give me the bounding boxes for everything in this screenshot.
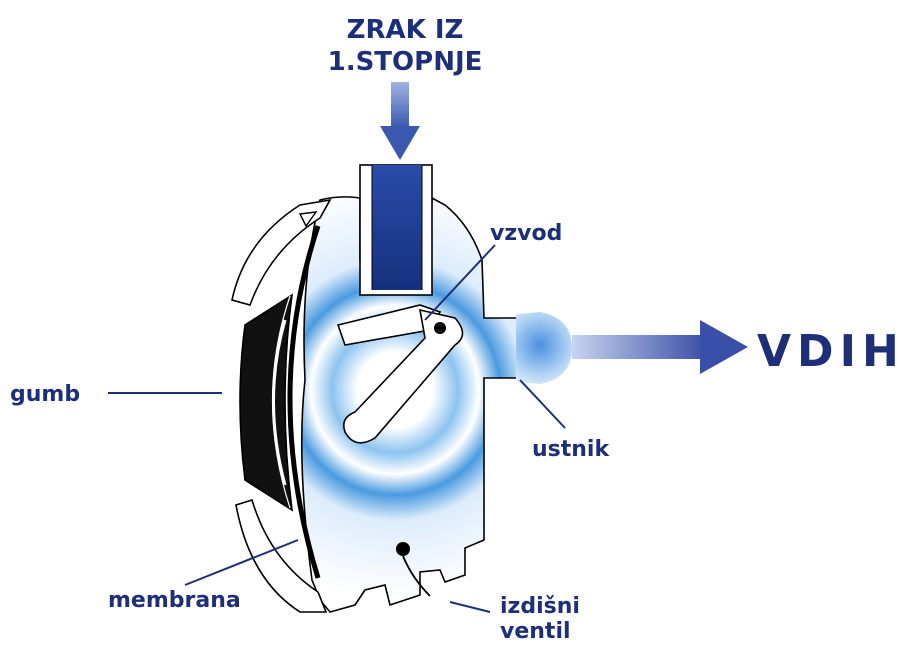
- output-label: VDIH: [757, 326, 897, 377]
- exhaust-leader-line: [450, 602, 490, 612]
- air-inflow-arrow: [380, 82, 420, 160]
- mouthpiece-leader-line: [520, 380, 565, 428]
- exhaust-label-line1: izdišni: [500, 594, 580, 619]
- mouthpiece: [516, 312, 572, 384]
- purge-button: [240, 295, 292, 510]
- first-stage-tube: [360, 165, 432, 295]
- button-label: gumb: [10, 382, 80, 407]
- mouthpiece-label: ustnik: [532, 437, 610, 462]
- lever-label: vzvod: [490, 221, 562, 246]
- input-label-line1: ZRAK IZ: [347, 15, 464, 45]
- diaphragm-label: membrana: [108, 588, 241, 613]
- exhaust-label-line2: ventil: [500, 619, 571, 644]
- input-label-line2: 1.STOPNJE: [328, 47, 483, 77]
- inhale-arrow: [572, 320, 748, 374]
